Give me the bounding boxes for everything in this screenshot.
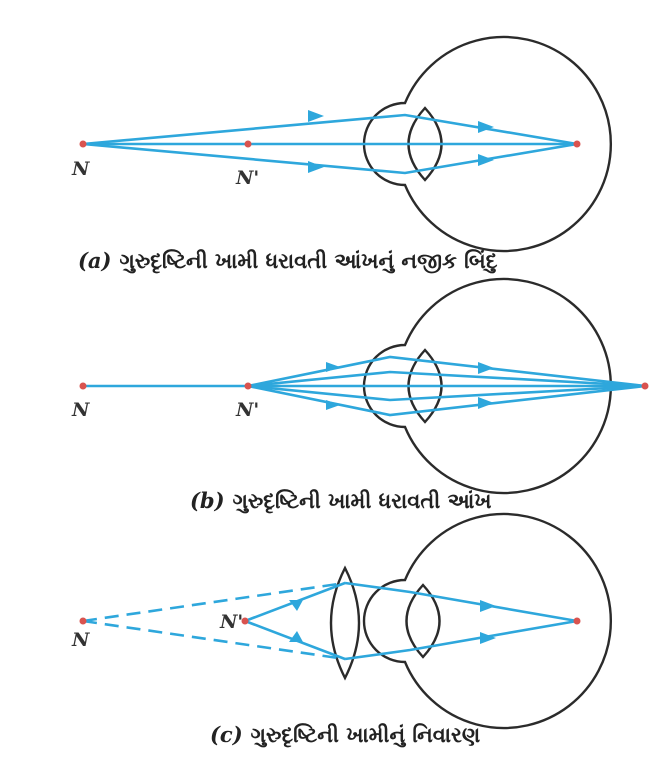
point-n-a: [79, 140, 87, 148]
label-n-c: N: [71, 629, 90, 651]
arrow-b-3: [478, 362, 494, 374]
ray-c-upper-refracted: [344, 581, 578, 623]
arrow-b-2: [326, 400, 340, 410]
caption-b-tag: (b): [190, 488, 225, 513]
panel-a: N N': [71, 35, 612, 253]
eye-lens-b: [407, 348, 443, 424]
ray-c-virtual-lower: [82, 619, 346, 661]
ray-a-upper: [82, 113, 578, 146]
panel-b: N N': [71, 277, 649, 495]
eyeball-c: [362, 512, 612, 730]
label-n-a: N: [71, 158, 90, 180]
ray-b-inner-lower: [247, 384, 646, 402]
point-n-prime-a: [244, 140, 252, 148]
point-n-c: [79, 617, 87, 625]
caption-c-tag: (c): [210, 722, 243, 747]
label-n-prime-c: N': [219, 611, 243, 633]
arrow-a-1: [308, 110, 324, 122]
ray-b-upper: [247, 355, 646, 388]
arrow-a-2: [308, 161, 324, 173]
image-point-b: [641, 382, 649, 390]
arrow-a-3: [478, 121, 494, 133]
label-n-prime-a: N': [235, 167, 259, 189]
arrow-b-1: [326, 362, 340, 372]
caption-a-text: ગુરુદૃષ્ટિની ખામી ધરાવતી આંખનું નજીક બિં…: [119, 249, 498, 273]
ray-b-inner-upper: [247, 370, 646, 388]
caption-c-text: ગુરુદૃષ્ટિની ખામીનું નિવારણ: [250, 723, 481, 747]
caption-b-text: ગુરુદૃષ્ટિની ખામી ધરાવતી આંખ: [232, 489, 492, 513]
retina-point-a: [573, 140, 581, 148]
eye-lens-a: [407, 106, 443, 182]
ray-a-lower: [82, 142, 578, 175]
point-n-prime-b: [244, 382, 252, 390]
arrow-b-4: [478, 397, 494, 409]
ray-c-virtual-upper: [82, 581, 346, 623]
eye-lens-c: [405, 583, 441, 659]
ray-c-lower-refracted: [344, 619, 578, 661]
arrow-a-4: [478, 154, 494, 166]
arrow-c-3: [480, 600, 496, 612]
caption-a: (a) ગુરુદૃષ્ટિની ખામી ધરાવતી આંખનું નજીક …: [78, 248, 497, 274]
panel-c: N N': [71, 512, 612, 730]
arrow-c-2: [289, 631, 303, 642]
point-n-b: [79, 382, 87, 390]
caption-a-tag: (a): [78, 248, 112, 273]
caption-c: (c) ગુરુદૃષ્ટિની ખામીનું નિવારણ: [210, 722, 480, 748]
corrective-convex-lens: [329, 565, 361, 681]
retina-point-c: [573, 617, 581, 625]
arrow-c-1: [289, 600, 303, 611]
point-n-prime-c: [241, 617, 249, 625]
ray-b-lower: [247, 384, 646, 417]
arrow-c-4: [480, 632, 496, 644]
label-n-b: N: [71, 399, 90, 421]
caption-b: (b) ગુરુદૃષ્ટિની ખામી ધરાવતી આંખ: [190, 488, 492, 514]
eyeball-a: [362, 35, 612, 253]
label-n-prime-b: N': [235, 399, 259, 421]
eyeball-b: [362, 277, 612, 495]
